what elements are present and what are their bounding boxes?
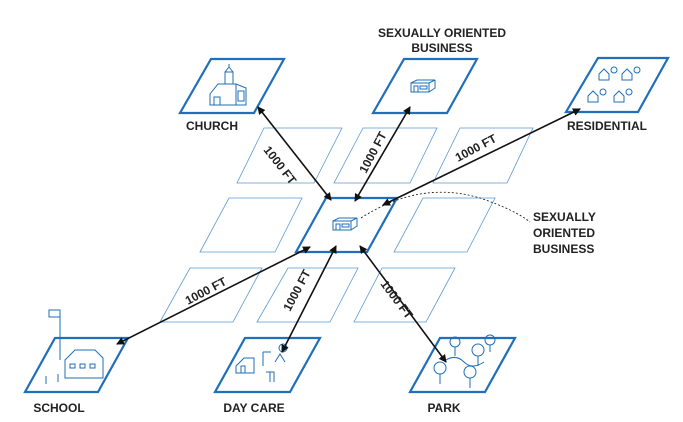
parcel-sob-center: [294, 196, 399, 254]
label-residential: RESIDENTIAL: [567, 119, 647, 133]
distance-label-day-care: 1000 FT: [280, 267, 314, 314]
houses-icon: [587, 66, 641, 103]
label-sob-top-1: SEXUALLY ORIENTED: [378, 26, 506, 40]
label-school: SCHOOL: [33, 401, 84, 415]
label-sob-center-3: BUSINESS: [533, 242, 594, 256]
distance-label-park: 1000 FT: [378, 277, 416, 322]
parcel: [393, 197, 496, 253]
distance-label-church: 1000 FT: [261, 143, 300, 187]
church-icon: [209, 64, 247, 106]
park-trees-icon: [433, 334, 496, 388]
arrow-school: [116, 246, 311, 345]
arrow-day-care: [281, 245, 337, 353]
label-day-care: DAY CARE: [223, 401, 284, 415]
label-sob-center-1: SEXUALLY: [533, 210, 596, 224]
arrow-residential: [382, 108, 581, 206]
arrow-park: [359, 245, 447, 363]
parcel-school: [23, 336, 130, 394]
label-sob-center-2: ORIENTED: [533, 226, 595, 240]
parcel: [199, 197, 303, 253]
business-building-icon: [332, 217, 358, 231]
arrow-church: [257, 106, 332, 201]
school-icon: [45, 309, 104, 384]
business-building-icon: [410, 79, 436, 93]
distance-label-sob: 1000 FT: [356, 129, 390, 176]
day-care-icon: [235, 343, 288, 382]
label-park: PARK: [427, 401, 460, 415]
parcel-park: [408, 336, 517, 394]
leader-line: [360, 191, 531, 223]
label-sob-top-2: BUSINESS: [411, 41, 472, 55]
parcel-day-care: [213, 336, 322, 394]
label-church: CHURCH: [186, 119, 238, 133]
parcel-church: [178, 57, 286, 115]
parcel-residential: [564, 56, 670, 114]
